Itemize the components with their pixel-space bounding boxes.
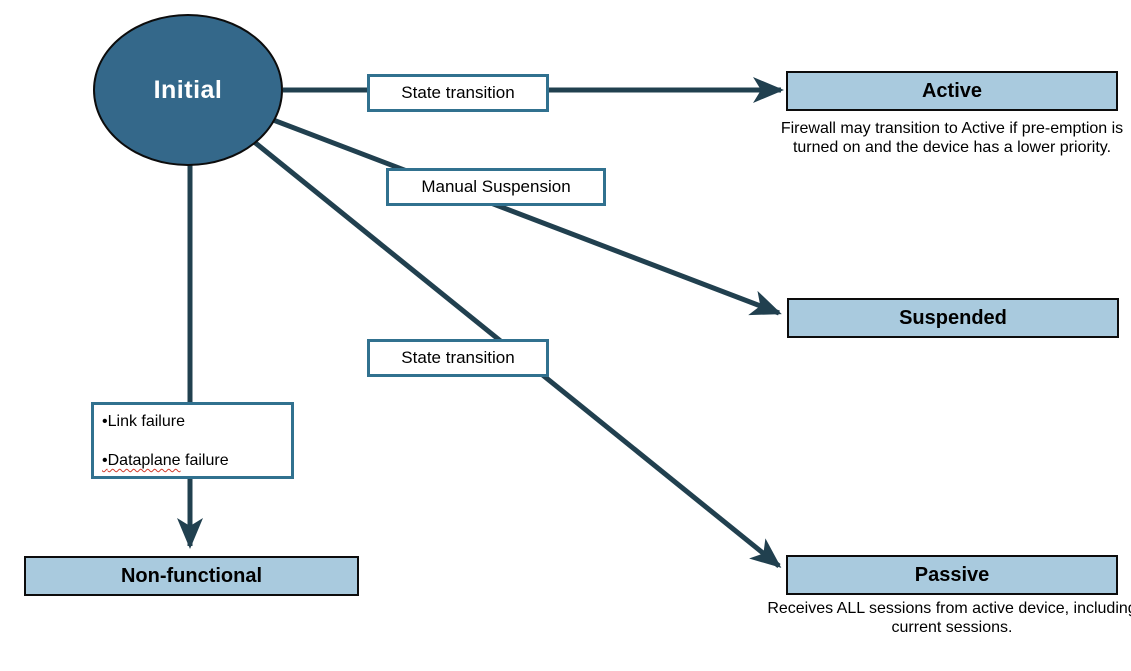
state-box-active: Active: [786, 71, 1118, 111]
state-label: Passive: [914, 563, 990, 586]
state-box-suspended: Suspended: [787, 298, 1119, 338]
passive-caption: Receives ALL sessions from active device…: [767, 600, 1131, 636]
failure-item-dataplane: •Dataplane failure: [102, 452, 285, 470]
failure-causes-box: •Link failure •Dataplane failure: [91, 402, 294, 479]
failure-item-text: failure: [180, 452, 229, 469]
active-caption: Firewall may transition to Active if pre…: [780, 120, 1124, 156]
state-label: Non-functional: [120, 564, 263, 587]
failure-item-link: •Link failure: [102, 413, 285, 431]
failure-item-text: Link failure: [107, 413, 185, 430]
arrow-label-text: Manual Suspension: [421, 177, 571, 196]
state-box-non-functional: Non-functional: [24, 556, 359, 596]
bullet-glyph: •: [102, 413, 108, 430]
state-box-passive: Passive: [786, 555, 1118, 595]
arrow-label-state-transition-active: State transition: [367, 74, 549, 112]
state-label: Active: [921, 79, 983, 102]
arrow-label-text: State transition: [401, 83, 515, 102]
bullet-glyph: •: [102, 452, 108, 469]
arrow-label-manual-suspension: Manual Suspension: [386, 168, 606, 206]
arrow-label-state-transition-passive: State transition: [367, 339, 549, 377]
initial-state-label: Initial: [153, 75, 223, 104]
arrow-initial-to-suspended: [267, 115, 782, 316]
state-label: Suspended: [899, 306, 1007, 329]
arrow-label-text: State transition: [401, 348, 515, 367]
initial-state-node: Initial: [93, 14, 283, 166]
failure-item-misspelled-word: Dataplane: [107, 452, 181, 469]
